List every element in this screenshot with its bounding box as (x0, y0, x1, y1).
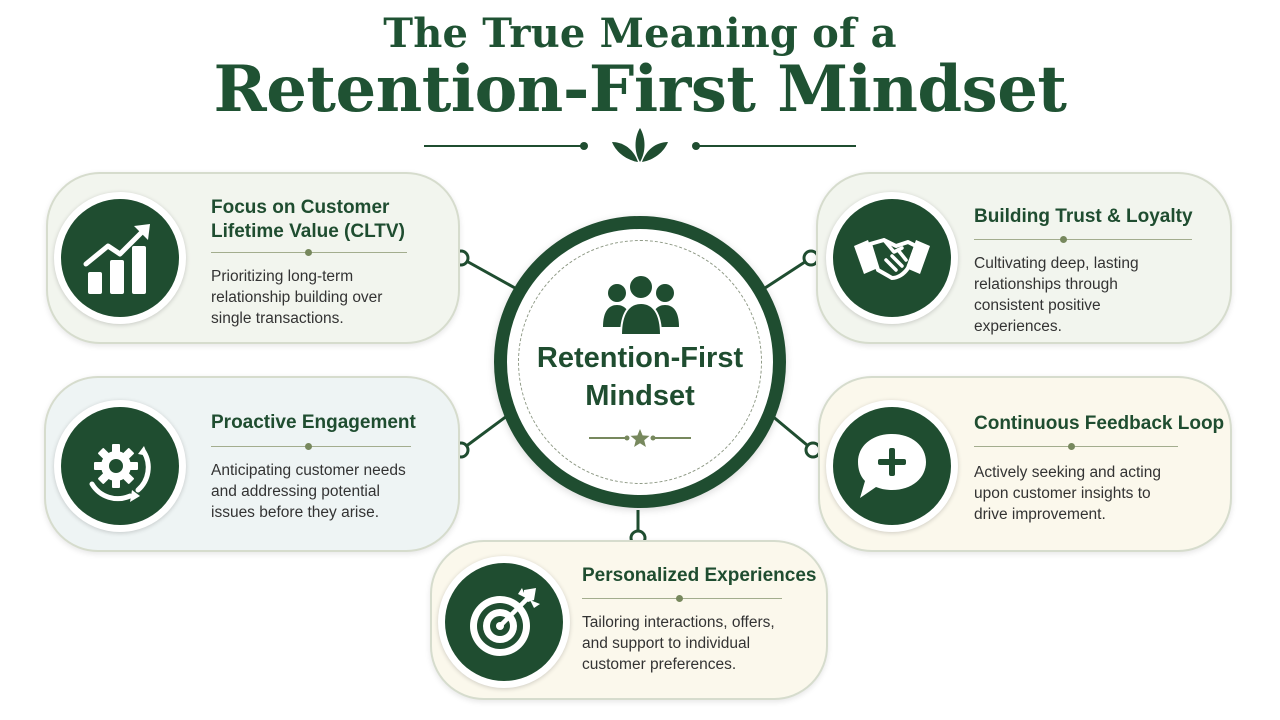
title-line-2: Retention-First Mindset (213, 52, 1067, 127)
card-trust: Building Trust & Loyalty Cultivating dee… (816, 172, 1232, 344)
card-description: Anticipating customer needs and addressi… (211, 462, 406, 521)
growth-chart-icon (83, 224, 150, 294)
icon-disc (54, 400, 186, 532)
card-feedback: Continuous Feedback Loop Actively seekin… (818, 376, 1232, 552)
handshake-icon (854, 238, 930, 280)
card-title: Continuous Feedback Loop (974, 413, 1225, 434)
gear-cycle-icon (89, 444, 151, 502)
divider (211, 443, 411, 450)
card-title: Lifetime Value (CLTV) (211, 221, 405, 242)
divider (974, 443, 1178, 450)
card-description: Tailoring interactions, offers, and supp… (582, 614, 775, 673)
card-title: Proactive Engagement (211, 412, 416, 433)
icon-disc (826, 192, 958, 324)
chat-plus-icon (858, 434, 926, 498)
divider (582, 595, 782, 602)
icon-disc (54, 192, 186, 324)
card-proactive: Proactive Engagement Anticipating custom… (44, 376, 460, 552)
people-group-icon (603, 274, 679, 336)
title-line-1: The True Meaning of a (383, 10, 897, 57)
leaf-ornament-icon (424, 128, 856, 162)
icon-disc (438, 556, 570, 688)
icon-disc (826, 400, 958, 532)
card-title: Focus on Customer (211, 197, 390, 218)
center-dashed-ring (518, 240, 762, 484)
star-ornament-icon (589, 429, 691, 447)
divider (974, 236, 1192, 243)
card-description: Cultivating deep, lasting relationships … (974, 255, 1139, 335)
card-title: Personalized Experiences (582, 565, 817, 586)
center-hub: Retention-First Mindset (494, 216, 786, 508)
center-title: Retention-First Mindset (536, 342, 744, 412)
card-personalized: Personalized Experiences Tailoring inter… (430, 540, 828, 700)
card-description: Actively seeking and acting upon custome… (974, 464, 1161, 523)
card-description: Prioritizing long-term relationship buil… (211, 268, 383, 327)
divider (211, 249, 407, 256)
target-arrow-icon (470, 588, 540, 656)
card-cltv: Focus on Customer Lifetime Value (CLTV) … (46, 172, 460, 344)
card-title: Building Trust & Loyalty (974, 206, 1193, 227)
